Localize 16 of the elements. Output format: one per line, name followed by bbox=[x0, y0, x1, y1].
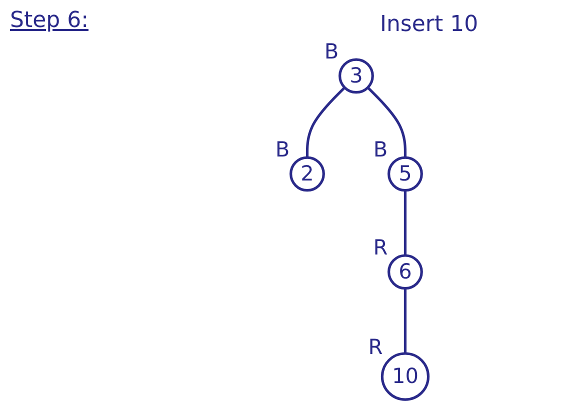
connector bbox=[404, 288, 407, 354]
node-circle: 10 bbox=[380, 352, 430, 401]
color-mark: R bbox=[373, 235, 388, 260]
color-mark: B bbox=[373, 137, 388, 162]
node-circle: 5 bbox=[388, 156, 423, 192]
step-heading: Step 6: bbox=[10, 8, 88, 33]
node-circle: 3 bbox=[338, 58, 374, 94]
connector bbox=[366, 86, 407, 158]
node-circle: 6 bbox=[388, 254, 423, 290]
node-circle: 2 bbox=[290, 156, 325, 192]
connector bbox=[404, 190, 407, 256]
color-mark: R bbox=[368, 335, 383, 360]
color-mark: B bbox=[275, 137, 290, 162]
note-text: Insert 10 bbox=[380, 12, 478, 37]
connector bbox=[306, 86, 346, 158]
color-mark: B bbox=[324, 39, 339, 64]
